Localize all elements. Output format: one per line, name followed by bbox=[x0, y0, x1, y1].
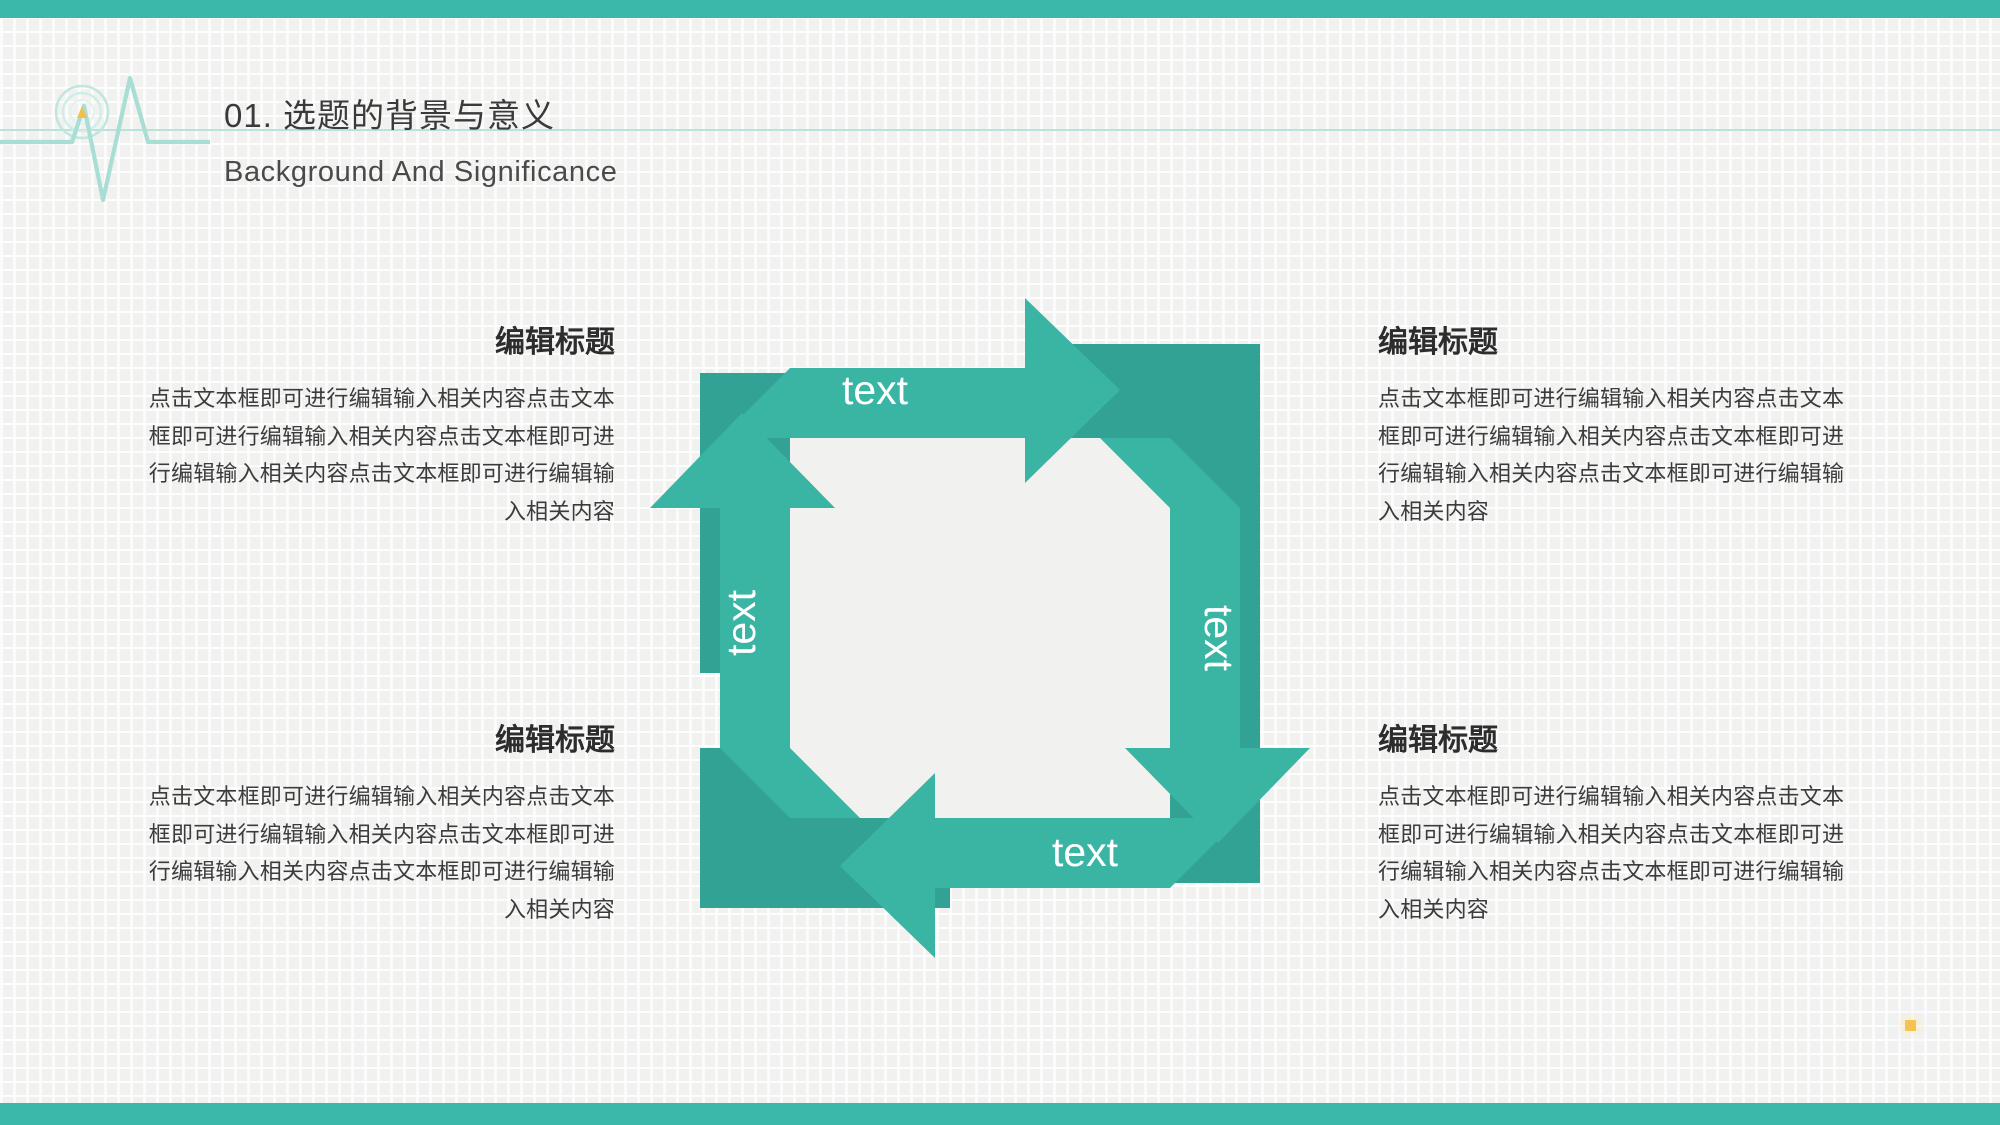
text-block-top-left: 编辑标题 点击文本框即可进行编辑输入相关内容点击文本框即可进行编辑输入相关内容点… bbox=[130, 325, 615, 530]
cycle-arrow-left[interactable]: text bbox=[650, 413, 860, 818]
page-title: 01. 选题的背景与意义 bbox=[224, 97, 556, 134]
header-text-group: 01. 选题的背景与意义 Background And Significance bbox=[224, 96, 617, 189]
heartbeat-ecg-icon bbox=[0, 60, 213, 205]
cycle-arrow-right-label: text bbox=[1196, 605, 1242, 672]
watermark-dot bbox=[1905, 1020, 1916, 1031]
top-accent-bar bbox=[0, 0, 2000, 18]
cycle-arrow-bottom[interactable]: text bbox=[840, 773, 1240, 958]
cycle-arrow-right[interactable]: text bbox=[1100, 438, 1310, 843]
block-title: 编辑标题 bbox=[495, 724, 615, 757]
text-block-bottom-left: 编辑标题 点击文本框即可进行编辑输入相关内容点击文本框即可进行编辑输入相关内容点… bbox=[130, 723, 615, 928]
bottom-accent-bar bbox=[0, 1103, 2000, 1125]
page-subtitle: Background And Significance bbox=[224, 156, 618, 188]
block-body: 点击文本框即可进行编辑输入相关内容点击文本框即可进行编辑输入相关内容点击文本框即… bbox=[1378, 386, 1845, 524]
block-body: 点击文本框即可进行编辑输入相关内容点击文本框即可进行编辑输入相关内容点击文本框即… bbox=[148, 386, 615, 524]
cycle-arrow-top-label: text bbox=[842, 367, 909, 413]
header-divider-rule bbox=[0, 129, 2000, 131]
block-body: 点击文本框即可进行编辑输入相关内容点击文本框即可进行编辑输入相关内容点击文本框即… bbox=[148, 784, 615, 922]
cycle-arrow-diagram: text text text text bbox=[630, 278, 1330, 978]
block-title: 编辑标题 bbox=[1378, 724, 1498, 757]
block-body: 点击文本框即可进行编辑输入相关内容点击文本框即可进行编辑输入相关内容点击文本框即… bbox=[1378, 784, 1845, 922]
block-title: 编辑标题 bbox=[1378, 326, 1498, 359]
cycle-arrow-top[interactable]: text bbox=[720, 298, 1120, 483]
block-title: 编辑标题 bbox=[495, 326, 615, 359]
cycle-arrow-left-label: text bbox=[718, 589, 764, 656]
text-block-top-right: 编辑标题 点击文本框即可进行编辑输入相关内容点击文本框即可进行编辑输入相关内容点… bbox=[1378, 325, 1863, 530]
cycle-arrow-bottom-label: text bbox=[1052, 829, 1119, 875]
text-block-bottom-right: 编辑标题 点击文本框即可进行编辑输入相关内容点击文本框即可进行编辑输入相关内容点… bbox=[1378, 723, 1863, 928]
